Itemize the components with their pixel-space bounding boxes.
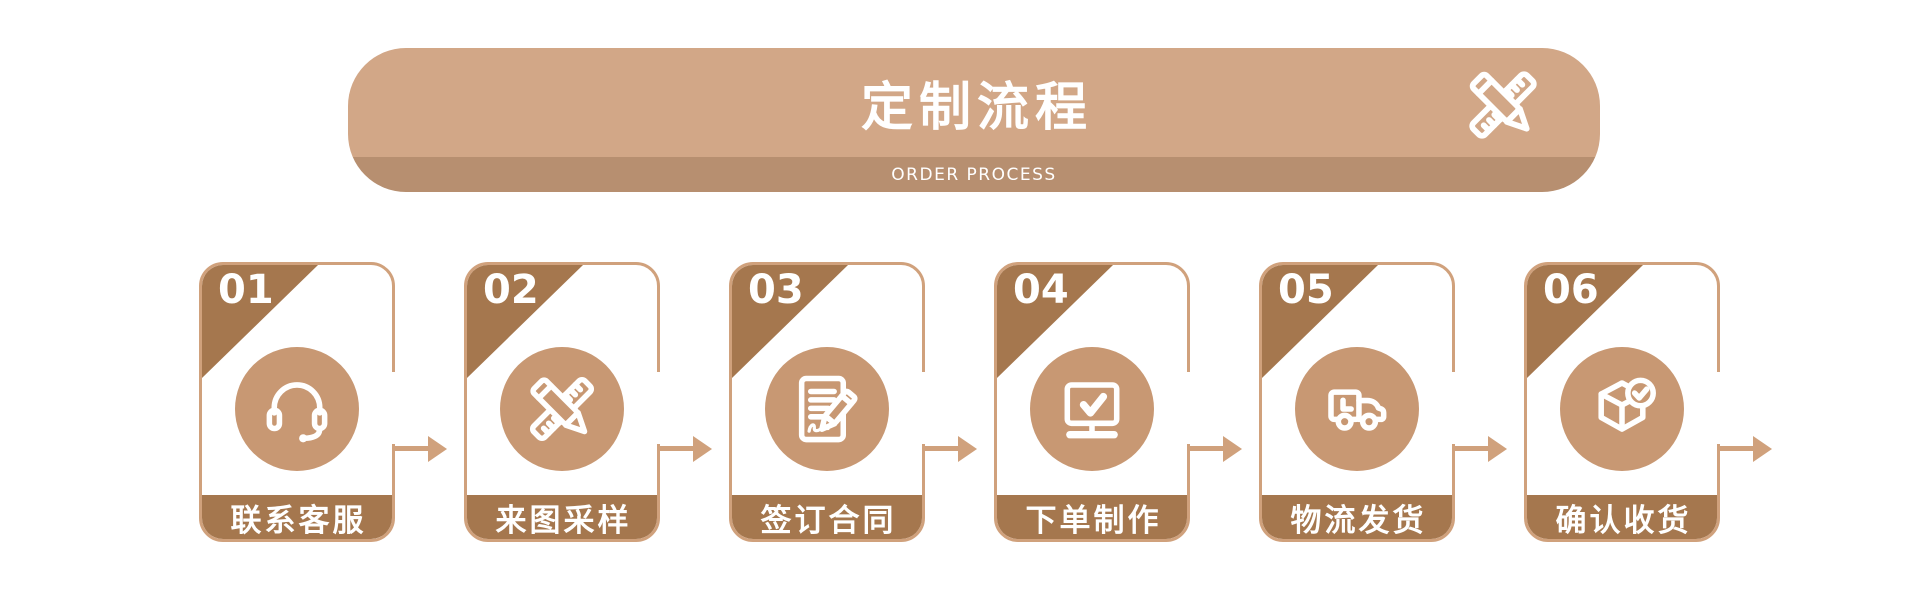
icon-circle [1560,347,1684,471]
card: 06 确认收货 [1524,262,1720,542]
flow-arrow-head-icon [1753,435,1772,462]
step-label: 下单制作 [997,495,1187,539]
step-number: 04 [1013,267,1069,313]
border-gap [1715,372,1721,444]
header-banner-main: 定制流程 [348,48,1600,157]
step-number: 03 [748,267,804,313]
flow-arrow [922,446,960,451]
card: 02 来图采样 [464,262,660,542]
icon-circle [235,347,359,471]
icon-circle [1295,347,1419,471]
icon-circle [500,347,624,471]
step-label: 来图采样 [467,495,657,539]
package-check-icon [1598,377,1656,432]
card: 05 物流发货 [1259,262,1455,542]
border-gap [920,372,926,444]
step-card-confirm-receipt: 06 确认收货 [1524,262,1772,542]
step-number: 01 [218,267,274,313]
headset-icon [266,382,328,443]
flow-arrow-head-icon [428,435,447,462]
header-banner: 定制流程 ORDER PROCESS [348,48,1600,192]
step-number: 05 [1278,267,1334,313]
icon-circle [1030,347,1154,471]
card: 04 下单制作 [994,262,1190,542]
border-gap [655,372,661,444]
card: 01 联系客服 [199,262,395,542]
flow-arrow [392,446,430,451]
step-label: 签订合同 [732,495,922,539]
step-card-place-order: 04 下单制作 [994,262,1242,542]
process-steps-row: 01 联系客服 02 [199,262,1772,542]
flow-arrow-head-icon [693,435,712,462]
flow-arrow [1187,446,1225,451]
border-gap [390,372,396,444]
flow-arrow [1452,446,1490,451]
step-card-logistics-shipping: 05 物流发货 [1259,262,1507,542]
card: 03 签订合同 [729,262,925,542]
pencil-ruler-icon [529,376,595,442]
step-card-send-image-sample: 02 来图采样 [464,262,712,542]
monitor-check-icon [1064,382,1120,439]
flow-arrow [657,446,695,451]
contract-pen-icon [798,375,858,443]
icon-circle [765,347,889,471]
delivery-truck-icon [1328,389,1387,431]
header-banner-strip: ORDER PROCESS [348,157,1600,192]
step-label: 物流发货 [1262,495,1452,539]
step-label: 联系客服 [202,495,392,539]
flow-arrow [1717,446,1755,451]
step-label: 确认收货 [1527,495,1717,539]
step-number: 02 [483,267,539,313]
border-gap [1450,372,1456,444]
step-card-contact-service: 01 联系客服 [199,262,447,542]
pencil-ruler-icon [1469,71,1537,139]
step-card-sign-contract: 03 签订合同 [729,262,977,542]
border-gap [1185,372,1191,444]
page-subtitle: ORDER PROCESS [891,164,1057,185]
step-number: 06 [1543,267,1599,313]
page-title: 定制流程 [860,78,1093,138]
flow-arrow-head-icon [1223,435,1242,462]
flow-arrow-head-icon [958,435,977,462]
flow-arrow-head-icon [1488,435,1507,462]
